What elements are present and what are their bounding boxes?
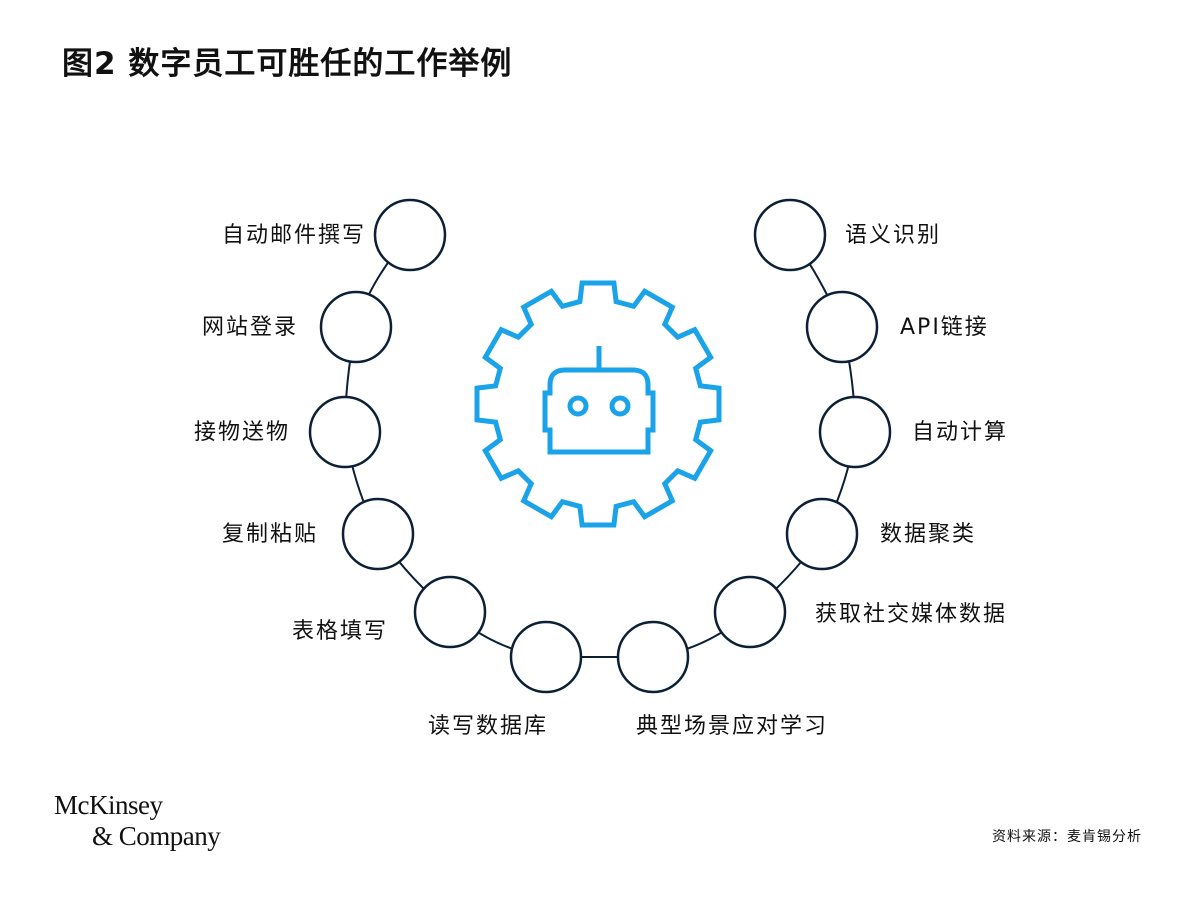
task-label: 典型场景应对学习 bbox=[636, 714, 829, 739]
task-node bbox=[713, 575, 787, 649]
task-node bbox=[319, 290, 393, 364]
robot-head-icon bbox=[542, 367, 656, 455]
logo-line-1: McKinsey bbox=[54, 790, 163, 820]
robot-gear-icon bbox=[474, 280, 722, 528]
task-label: 语义识别 bbox=[845, 223, 942, 248]
task-node bbox=[753, 198, 827, 272]
robot-eye-icon bbox=[567, 395, 589, 417]
task-label: 网站登录 bbox=[201, 315, 298, 340]
task-label: 获取社交媒体数据 bbox=[815, 602, 1008, 627]
mckinsey-logo: McKinsey & Company bbox=[54, 790, 221, 852]
task-node bbox=[373, 198, 447, 272]
task-node bbox=[616, 620, 690, 694]
task-node bbox=[818, 395, 892, 469]
task-label: 读写数据库 bbox=[428, 714, 549, 739]
task-label: 接物送物 bbox=[193, 420, 290, 445]
gear-icon bbox=[474, 280, 722, 528]
task-label: 数据聚类 bbox=[880, 522, 977, 547]
page-title: 图2 数字员工可胜任的工作举例 bbox=[62, 46, 513, 82]
task-label: API链接 bbox=[900, 315, 989, 340]
task-node bbox=[805, 290, 879, 364]
source-note: 资料来源：麦肯锡分析 bbox=[992, 829, 1142, 845]
task-node bbox=[413, 575, 487, 649]
task-node bbox=[341, 497, 415, 571]
task-label: 表格填写 bbox=[291, 619, 388, 644]
task-node bbox=[308, 395, 382, 469]
task-node bbox=[509, 620, 583, 694]
logo-line-2: & Company bbox=[92, 821, 221, 851]
task-node bbox=[785, 497, 859, 571]
task-label: 复制粘贴 bbox=[221, 522, 318, 547]
task-label: 自动邮件撰写 bbox=[221, 223, 366, 248]
robot-eye-icon bbox=[609, 395, 631, 417]
task-label: 自动计算 bbox=[912, 420, 1009, 445]
